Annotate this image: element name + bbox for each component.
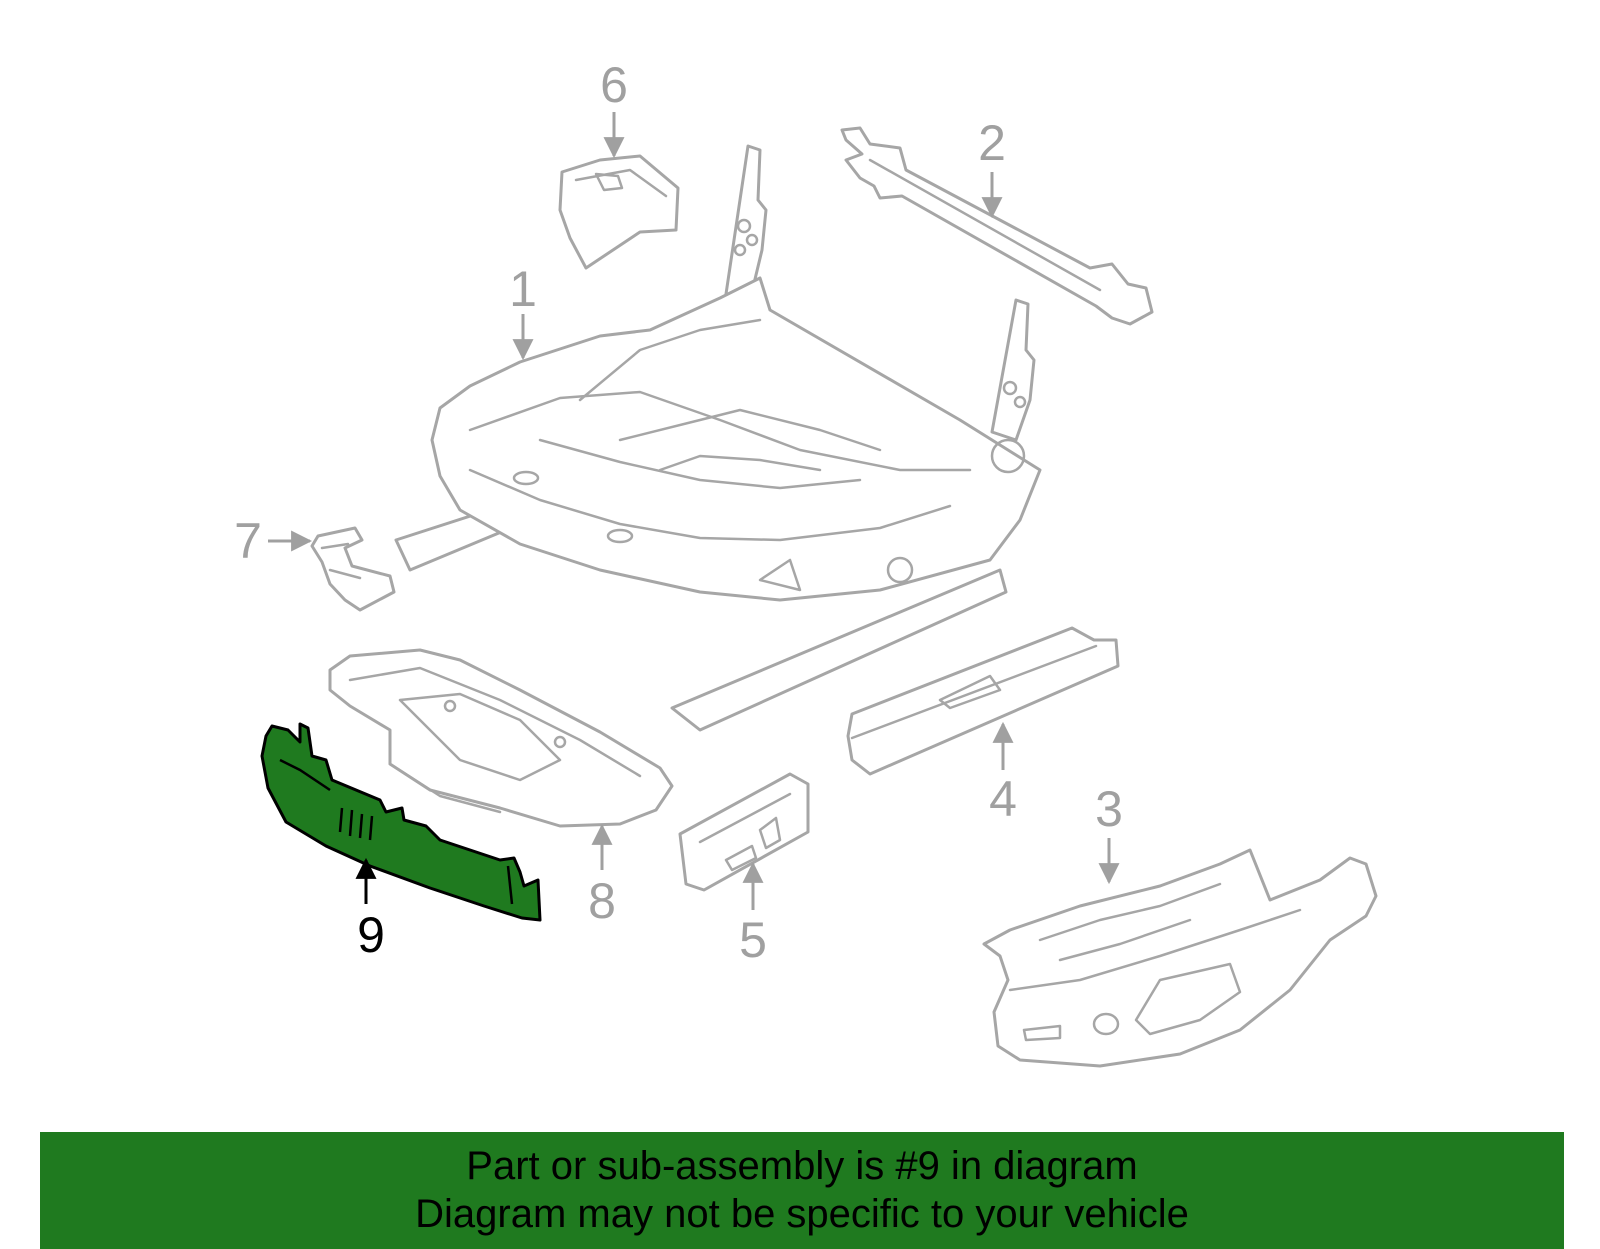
- part-3-side-trim: [982, 848, 1378, 1068]
- callout-6: 6: [600, 57, 628, 113]
- part-1-seat-frame: [394, 144, 1042, 732]
- callout-3: 3: [1095, 781, 1123, 837]
- part-4-rail: [846, 626, 1120, 776]
- callout-1: 1: [509, 261, 537, 317]
- part-5-switch: [678, 772, 810, 892]
- callout-5: 5: [739, 912, 767, 968]
- part-8-tray: [328, 648, 674, 828]
- callout-9: 9: [357, 907, 385, 963]
- parts-diagram: 1 2 3 4 5 6 7 8 9: [234, 57, 1378, 1068]
- banner-line-2: Diagram may not be specific to your vehi…: [415, 1192, 1189, 1236]
- part-7-bracket: [310, 526, 396, 612]
- callout-4: 4: [989, 771, 1017, 827]
- part-2-rod: [840, 126, 1154, 326]
- info-banner: Part or sub-assembly is #9 in diagram Di…: [40, 1132, 1564, 1249]
- callout-2: 2: [978, 115, 1006, 171]
- callout-7: 7: [234, 513, 262, 569]
- callout-8: 8: [588, 873, 616, 929]
- banner-line-1: Part or sub-assembly is #9 in diagram: [466, 1144, 1138, 1188]
- part-6-bracket: [558, 154, 680, 270]
